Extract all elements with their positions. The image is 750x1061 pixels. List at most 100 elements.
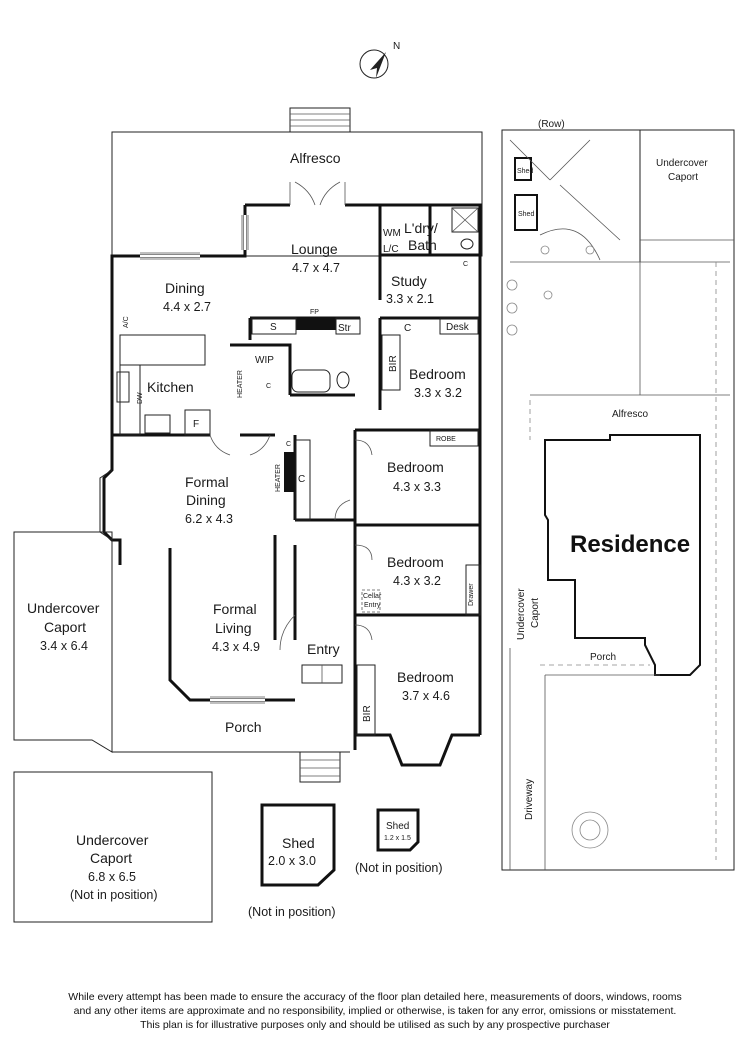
shed-small: Shed 1.2 x 1.5 (Not in position) <box>355 808 443 875</box>
site-plan: (Row) Undercover Caport Shed Shed Alfres… <box>501 119 735 871</box>
alfresco-label: Alfresco <box>290 150 341 166</box>
floor-plan-drawing: N <box>13 41 735 923</box>
lounge-size: 4.7 x 4.7 <box>292 261 340 275</box>
svg-text:Driveway: Driveway <box>524 779 535 820</box>
laundry-label-1: L'dry/ <box>404 220 438 236</box>
disclaimer: While every attempt has been made to ens… <box>20 990 730 1032</box>
formal-dining-label-2: Dining <box>186 492 226 508</box>
svg-text:Shed: Shed <box>386 821 409 832</box>
bedroom4-size: 3.7 x 4.6 <box>402 689 450 703</box>
bir-box-upper <box>381 334 401 391</box>
svg-text:(Not in position): (Not in position) <box>248 905 336 919</box>
svg-text:Shed: Shed <box>517 168 533 175</box>
svg-text:C: C <box>463 261 468 268</box>
carport-side: Undercover Caport 3.4 x 6.4 <box>13 531 113 753</box>
kitchen-bench <box>119 334 206 366</box>
entry-label: Entry <box>307 641 340 657</box>
laundry-toilet <box>460 238 474 250</box>
robe-box <box>429 429 479 447</box>
svg-text:Entry: Entry <box>364 602 381 609</box>
svg-text:C: C <box>266 383 271 390</box>
svg-text:HEATER: HEATER <box>237 370 244 398</box>
svg-text:C: C <box>286 441 291 448</box>
svg-text:Desk: Desk <box>446 322 470 333</box>
shed-large: Shed 2.0 x 3.0 (Not in position) <box>248 803 336 919</box>
formal-dining-label-1: Formal <box>185 474 229 490</box>
sink <box>116 371 130 403</box>
laundry-label-2: Bath <box>408 237 437 253</box>
svg-text:1.2 x 1.5: 1.2 x 1.5 <box>384 835 411 842</box>
svg-text:FP: FP <box>310 309 319 316</box>
fridge-box <box>184 409 211 436</box>
svg-text:Str: Str <box>338 323 351 334</box>
compass-circle <box>359 49 389 79</box>
svg-text:(Not in position): (Not in position) <box>355 861 443 875</box>
svg-text:WIP: WIP <box>255 355 274 366</box>
disclaimer-line-3: This plan is for illustrative purposes o… <box>140 1019 610 1031</box>
svg-text:C: C <box>404 323 411 334</box>
svg-text:Caport: Caport <box>668 172 698 183</box>
svg-text:Shed: Shed <box>282 835 315 851</box>
svg-text:A/C: A/C <box>123 316 130 328</box>
svg-text:(Not in position): (Not in position) <box>70 888 158 902</box>
fireplace <box>296 318 336 330</box>
bedroom2-label: Bedroom <box>387 459 444 475</box>
bathtub <box>291 369 331 393</box>
toilet <box>336 371 350 389</box>
disclaimer-line-1: While every attempt has been made to ens… <box>68 991 682 1003</box>
heater-box <box>284 452 294 492</box>
study-label: Study <box>391 273 427 289</box>
svg-text:Caport: Caport <box>530 598 541 628</box>
svg-text:Undercover: Undercover <box>656 158 708 169</box>
svg-text:Shed: Shed <box>518 211 534 218</box>
outer-wall-east <box>380 203 482 735</box>
svg-text:Caport: Caport <box>90 850 132 866</box>
cooktop <box>144 414 171 434</box>
dining-label: Dining <box>165 280 205 296</box>
formal-living-label-1: Formal <box>213 601 257 617</box>
formal-living-label-2: Living <box>215 620 252 636</box>
kitchen-bench-side <box>119 364 141 436</box>
bay-window <box>99 469 113 541</box>
svg-text:Undercover: Undercover <box>76 832 149 848</box>
svg-text:DW: DW <box>137 392 144 404</box>
shower <box>451 207 479 233</box>
storage-box <box>251 317 297 335</box>
svg-text:WM: WM <box>383 228 401 239</box>
compass-arrow-icon <box>370 52 386 78</box>
front-steps <box>299 751 341 783</box>
desk-box <box>439 317 479 335</box>
c-box <box>295 439 311 521</box>
formal-living-size: 4.3 x 4.9 <box>212 640 260 654</box>
kitchen-label: Kitchen <box>147 379 194 395</box>
svg-text:Alfresco: Alfresco <box>612 409 649 420</box>
carport-detached: Undercover Caport 6.8 x 6.5 (Not in posi… <box>13 771 213 923</box>
bedroom4-label: Bedroom <box>397 669 454 685</box>
bedroom3-size: 4.3 x 3.2 <box>393 574 441 588</box>
svg-text:Drawer: Drawer <box>468 583 475 606</box>
svg-text:C: C <box>298 474 305 485</box>
svg-text:Porch: Porch <box>590 652 616 663</box>
svg-text:6.8 x 6.5: 6.8 x 6.5 <box>88 870 136 884</box>
room-labels: Alfresco Lounge 4.7 x 4.7 Dining 4.4 x 2… <box>147 150 466 735</box>
svg-text:HEATER: HEATER <box>275 464 282 492</box>
svg-text:S: S <box>270 322 277 333</box>
drawer-box <box>465 564 481 616</box>
compass-north-label: N <box>393 41 400 52</box>
svg-text:ROBE: ROBE <box>436 436 456 443</box>
svg-text:Undercover: Undercover <box>27 600 100 616</box>
residence-label: Residence <box>570 531 690 558</box>
str-box <box>335 317 361 335</box>
svg-text:F: F <box>193 419 199 430</box>
bedroom1-size: 3.3 x 3.2 <box>414 386 462 400</box>
disclaimer-line-2: and any other items are approximate and … <box>73 1005 677 1017</box>
fixtures <box>116 207 481 736</box>
formal-dining-size: 6.2 x 4.3 <box>185 512 233 526</box>
svg-text:L/C: L/C <box>383 244 399 255</box>
bedroom3-label: Bedroom <box>387 554 444 570</box>
bir-box-lower <box>356 664 376 736</box>
compass: N <box>359 41 400 79</box>
svg-text:2.0 x 3.0: 2.0 x 3.0 <box>268 854 316 868</box>
svg-text:BIR: BIR <box>388 355 399 372</box>
bedroom1-label: Bedroom <box>409 366 466 382</box>
